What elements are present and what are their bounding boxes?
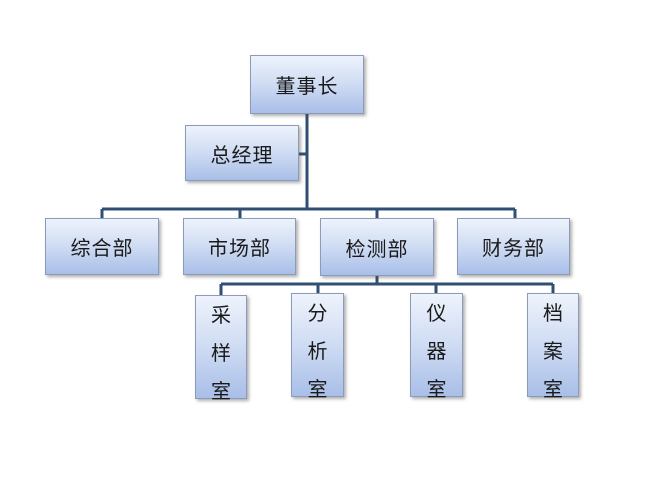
general-manager-box: 总经理 [185,125,299,181]
department-box-4: 财务部 [457,218,570,275]
chairman-label: 董事长 [275,74,339,98]
department-label: 检测部 [345,236,409,261]
room-label: 分析室 [307,301,328,401]
room-label: 采样室 [211,303,231,403]
department-box-3: 检测部 [320,218,434,276]
room-label: 仪器室 [426,301,447,401]
department-label: 综合部 [70,236,134,260]
department-box-1: 综合部 [45,218,159,275]
general-manager-label: 总经理 [210,142,274,167]
department-box-2: 市场部 [183,218,296,275]
room-label: 档案室 [543,301,563,401]
chairman-box: 董事长 [250,55,364,114]
room-box-3: 仪器室 [410,293,463,401]
room-box-4: 档案室 [527,293,579,401]
room-box-1: 采样室 [195,295,247,403]
room-box-2: 分析室 [291,293,344,401]
department-label: 市场部 [208,236,271,260]
department-label: 财务部 [482,236,545,260]
